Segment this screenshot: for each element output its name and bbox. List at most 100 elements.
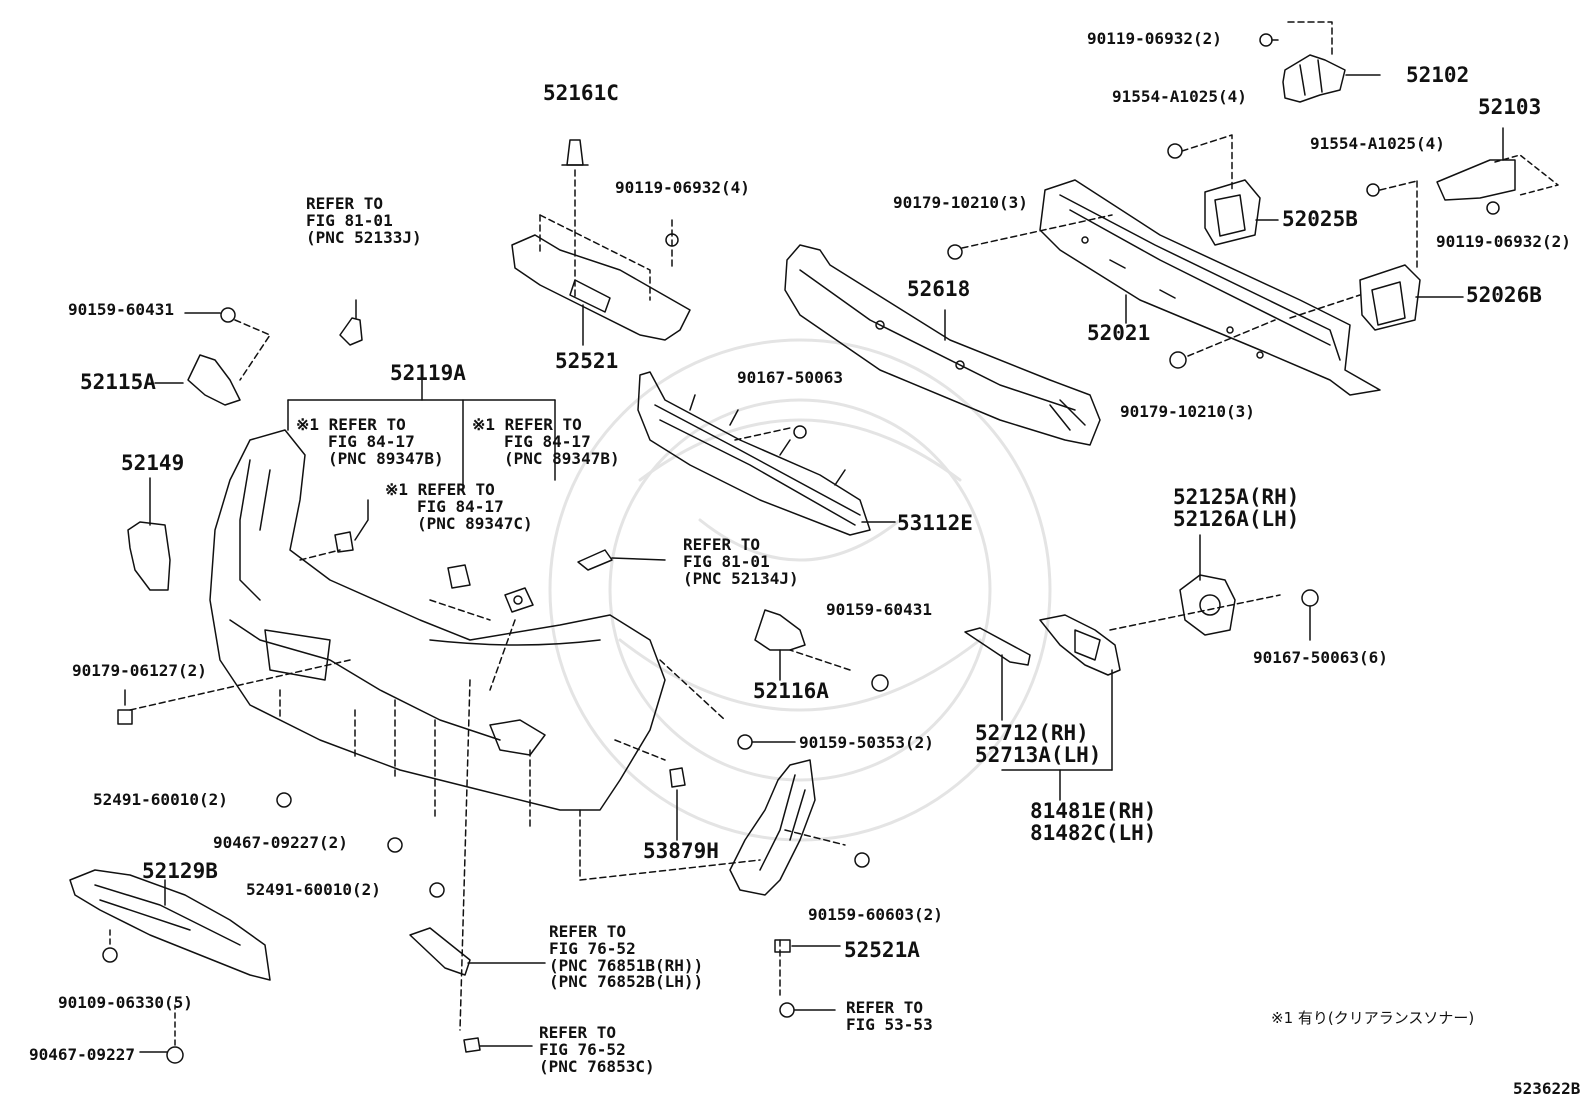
grille-53112e: [637, 371, 896, 536]
clip-52521a: [774, 939, 841, 1018]
nut-90179-b: [1169, 319, 1276, 369]
bracket-89347c: [447, 564, 471, 589]
strip-52712: [964, 627, 1031, 721]
label-52125a-52126a: 52125A(RH) 52126A(LH): [1173, 486, 1299, 530]
label-90467-09227-2: 90467-09227(2): [213, 833, 348, 852]
bracket-52102: [1259, 21, 1381, 103]
clip-90467-09227-2: [387, 837, 403, 853]
label-90179-10210-3-a: 90179-10210(3): [893, 193, 1028, 212]
label-52021: 52021: [1087, 321, 1151, 345]
garnish-76851b: [409, 927, 546, 976]
screw-52491-b: [429, 882, 445, 898]
bracket-52125a: [1179, 534, 1319, 641]
ref-fig-84-17-89347c: ※1 REFER TO FIG 84-17 (PNC 89347C): [385, 480, 533, 533]
ref-line: (PNC 89347B): [328, 448, 444, 468]
ref-line: REFER TO: [549, 922, 627, 941]
label-91554-a1025-4-a: 91554-A1025(4): [1112, 87, 1247, 106]
ref-line: FIG 81-01: [306, 210, 393, 230]
leader-52119a: [287, 377, 556, 491]
ref-line: FIG 53-53: [846, 1014, 933, 1034]
ref-line: (PNC 76851B(RH)): [549, 955, 704, 975]
label-52149: 52149: [121, 451, 185, 475]
label-52712-52713a: 52712(RH) 52713A(LH): [975, 722, 1101, 766]
bracket-52134j: [577, 549, 666, 571]
bumper-cover: [209, 429, 666, 831]
label-52129b: 52129B: [142, 859, 218, 883]
label-90179-06127-2: 90179-06127(2): [72, 661, 207, 680]
absorber-52618: [784, 214, 1113, 446]
label-52618: 52618: [907, 277, 971, 301]
ref-fig-84-17-89347b-left: ※1 REFER TO FIG 84-17 (PNC 89347B): [296, 415, 444, 468]
label-90159-50353-2: 90159-50353(2): [799, 733, 934, 752]
bracket-52116a: [754, 609, 889, 692]
bracket-81481e: [1001, 614, 1121, 801]
label-53879h: 53879H: [643, 839, 719, 863]
bracket-52133j: [339, 299, 363, 346]
ref-line: REFER TO: [306, 194, 384, 213]
label-90159-60431-b: 90159-60431: [826, 600, 932, 619]
ref-fig-76-52-76853c: REFER TO FIG 76-52 (PNC 76853C): [539, 1023, 655, 1076]
ref-line: REFER TO: [539, 1023, 617, 1042]
label-52102: 52102: [1406, 63, 1470, 87]
label-52115a: 52115A: [80, 370, 156, 394]
ref-line: (PNC 89347C): [417, 513, 533, 533]
clip-76853c: [463, 1037, 533, 1053]
ref-line: (PNC 89347B): [504, 448, 620, 468]
label-52116a: 52116A: [753, 679, 829, 703]
label-52712: 52712(RH): [975, 721, 1089, 745]
ref-line: ※1 REFER TO: [385, 480, 495, 499]
ref-line: (PNC 76853C): [539, 1056, 655, 1076]
label-52026b: 52026B: [1466, 283, 1542, 307]
dashed-leaders: [129, 549, 1281, 1031]
ref-fig-53-53: REFER TO FIG 53-53: [846, 998, 933, 1034]
ref-line: FIG 76-52: [539, 1039, 626, 1059]
label-90179-10210-3-b: 90179-10210(3): [1120, 402, 1255, 421]
bracket-52103: [1366, 127, 1559, 215]
ref-line: ※1 REFER TO: [296, 415, 406, 434]
label-90159-60603-2: 90159-60603(2): [808, 905, 943, 924]
label-90119-06932-2-right: 90119-06932(2): [1436, 232, 1571, 251]
label-90467-09227: 90467-09227: [29, 1045, 135, 1064]
label-52119a: 52119A: [390, 361, 466, 385]
ref-fig-81-01-52133j: REFER TO FIG 81-01 (PNC 52133J): [306, 194, 422, 246]
label-90159-60431-a: 90159-60431: [68, 300, 174, 319]
ref-line: FIG 84-17: [504, 431, 591, 451]
ref-line: FIG 76-52: [549, 938, 636, 958]
figure-id: 523622B: [1513, 1079, 1581, 1098]
label-52491-60010-2-a: 52491-60010(2): [93, 790, 228, 809]
bracket-52025b: [1204, 179, 1279, 246]
label-52025b: 52025B: [1282, 207, 1358, 231]
label-52161c: 52161C: [543, 81, 619, 105]
footnote: ※1 有り(クリアランスソナー): [1271, 1009, 1475, 1027]
label-90119-06932-2-top: 90119-06932(2): [1087, 29, 1222, 48]
clip-52161c: [561, 139, 589, 301]
label-90109-06330-5: 90109-06330(5): [58, 993, 193, 1012]
screw-52491-a: [276, 792, 292, 808]
ref-line: (PNC 52134J): [683, 568, 799, 588]
ref-fig-76-52-76851b: REFER TO FIG 76-52 (PNC 76851B(RH)) (PNC…: [549, 922, 704, 992]
label-52103: 52103: [1478, 95, 1542, 119]
label-81482c: 81482C(LH): [1030, 821, 1157, 846]
label-52125a: 52125A(RH): [1173, 485, 1300, 509]
label-52713a: 52713A(LH): [975, 743, 1102, 768]
label-52491-60010-2-b: 52491-60010(2): [246, 880, 381, 899]
label-81481e: 81481E(RH): [1030, 799, 1157, 823]
bracket-52149: [127, 477, 171, 591]
undercover-52129b: [69, 869, 271, 1064]
bracket-89347b-right: [504, 587, 534, 613]
label-52521: 52521: [555, 349, 619, 373]
clip-53879h: [669, 767, 686, 841]
label-90167-50063: 90167-50063: [737, 368, 843, 387]
ref-line: REFER TO: [846, 998, 924, 1017]
ref-line: FIG 81-01: [683, 551, 770, 571]
label-52126a: 52126A(LH): [1173, 507, 1300, 532]
fender-liner: [729, 759, 870, 896]
ref-line: ※1 REFER TO: [472, 415, 582, 434]
nut-90179-06127: [117, 689, 133, 725]
ref-line: (PNC 76852B(LH)): [549, 972, 704, 992]
label-90119-06932-4: 90119-06932(4): [615, 178, 750, 197]
bolt-91554-a: [1167, 134, 1233, 191]
ref-fig-84-17-89347b-right: ※1 REFER TO FIG 84-17 (PNC 89347B): [472, 415, 620, 468]
